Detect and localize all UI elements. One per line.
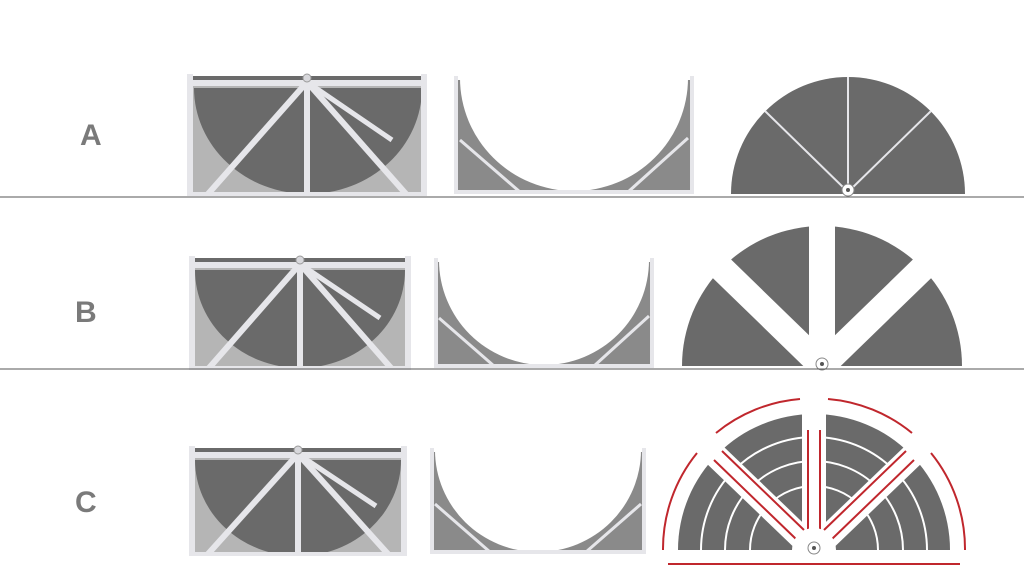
u-left-post bbox=[434, 258, 438, 368]
row-a: A bbox=[80, 73, 965, 197]
u-cutout bbox=[439, 260, 649, 365]
right-post bbox=[405, 256, 411, 370]
accent-arc bbox=[827, 398, 913, 434]
u-right-post bbox=[650, 258, 654, 368]
accent-arc bbox=[715, 398, 801, 434]
row-b: B bbox=[75, 222, 962, 376]
panel-u-cut-b bbox=[434, 258, 654, 368]
brace-left bbox=[206, 262, 303, 370]
accent-line bbox=[831, 459, 915, 540]
u-cutout bbox=[460, 78, 688, 191]
u-brace-right bbox=[585, 502, 642, 554]
accent-line bbox=[713, 459, 797, 540]
panel-u-cut-a bbox=[454, 76, 694, 194]
panel-semicircle-a bbox=[731, 77, 965, 197]
u-cutout bbox=[435, 450, 641, 552]
brace-left bbox=[205, 451, 301, 557]
u-bottom-rail bbox=[454, 190, 694, 194]
hub-base bbox=[792, 528, 836, 550]
spoke-left bbox=[764, 110, 849, 193]
right-post bbox=[401, 446, 407, 556]
u-brace-right bbox=[626, 136, 690, 194]
brace-right bbox=[295, 451, 391, 557]
gap-right bbox=[805, 445, 923, 559]
accent-line bbox=[823, 450, 907, 531]
accent-arc bbox=[661, 452, 698, 551]
panel-u-cut-c bbox=[430, 448, 646, 554]
hub-icon bbox=[302, 73, 312, 83]
left-post bbox=[189, 256, 195, 370]
panel-semicircle-b bbox=[682, 222, 962, 376]
u-left-post bbox=[430, 448, 434, 554]
brace-right bbox=[304, 80, 409, 196]
accent-arc bbox=[930, 452, 967, 551]
gap-right bbox=[812, 254, 937, 376]
u-right-post bbox=[642, 448, 646, 554]
left-post bbox=[187, 74, 193, 196]
brace-inner-right bbox=[296, 451, 378, 509]
panel-frame-front-b bbox=[189, 255, 411, 370]
center-post bbox=[295, 452, 301, 554]
brace-inner-right bbox=[305, 79, 394, 143]
hub-center-icon bbox=[820, 362, 824, 366]
u-brace-left bbox=[438, 316, 495, 368]
u-bottom-rail bbox=[434, 364, 654, 368]
row-label-a: A bbox=[80, 119, 102, 152]
hub-center-icon bbox=[812, 546, 816, 550]
panel-frame-front-c bbox=[189, 445, 407, 557]
u-brace-right bbox=[592, 314, 651, 368]
spoke-right bbox=[847, 110, 932, 193]
right-post bbox=[421, 74, 427, 196]
brace-inner-right bbox=[298, 261, 382, 321]
row-label-c: C bbox=[75, 486, 97, 519]
accent-line bbox=[721, 450, 805, 531]
gap-left bbox=[705, 445, 823, 559]
u-brace-left bbox=[459, 138, 521, 194]
u-brace-left bbox=[434, 502, 491, 554]
gap-left bbox=[707, 254, 832, 376]
center-post bbox=[297, 262, 303, 368]
hub-icon bbox=[293, 445, 303, 455]
row-label-b: B bbox=[75, 296, 97, 329]
panel-frame-front-a bbox=[187, 73, 427, 196]
row-c: C bbox=[75, 398, 967, 565]
brace-left bbox=[205, 80, 310, 196]
u-bottom-rail bbox=[430, 550, 646, 554]
u-left-post bbox=[454, 76, 458, 194]
u-right-post bbox=[690, 76, 694, 194]
left-post bbox=[189, 446, 195, 556]
hub-center-icon bbox=[846, 188, 850, 192]
center-post bbox=[304, 80, 310, 194]
hub-icon bbox=[295, 255, 305, 265]
brace-right bbox=[297, 262, 394, 370]
panel-semicircle-c bbox=[661, 398, 967, 565]
